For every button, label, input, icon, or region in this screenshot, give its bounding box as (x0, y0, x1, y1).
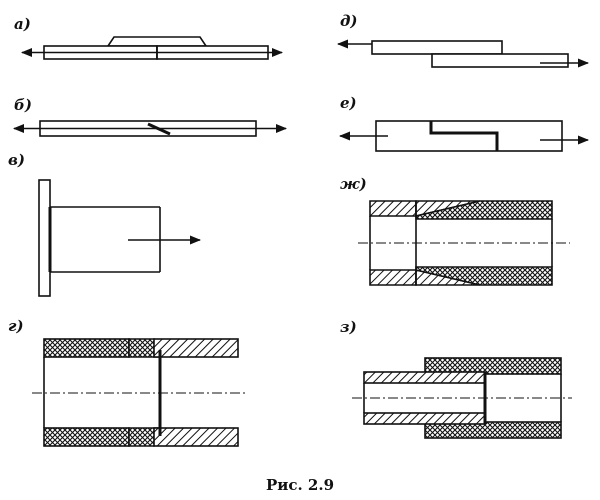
outer-tube-wall-bottom (424, 421, 562, 439)
inner-tube-wall-top (43, 338, 130, 358)
panel-label-d: д) (340, 12, 358, 30)
panel-z-telescopic-tube-joint: з) (340, 318, 572, 439)
panel-zh-conical-tube-joint: ж) (340, 175, 570, 286)
inner-tube-wall-bottom (363, 412, 486, 425)
panel-a-lap-joint-with-strap: а) (14, 15, 284, 60)
panel-g-tube-sleeve-joint: г) (8, 317, 246, 447)
panel-e-stepped-butt-joint: е) (338, 94, 590, 152)
base-plate (38, 179, 51, 297)
panel-label-e: е) (340, 94, 357, 112)
tube-wall-bottom-left (369, 269, 417, 286)
joint-plate (375, 120, 563, 152)
tube-wall-top-left (369, 200, 417, 217)
outer-tube-wall-top (153, 338, 239, 358)
inner-tube-wall-top (363, 371, 486, 384)
panel-d-offset-lap-joint: д) (336, 12, 590, 68)
figure-caption: Рис. 2.9 (266, 476, 334, 494)
outer-tube-wall-bottom (153, 427, 239, 447)
cover-strap (106, 36, 208, 47)
tube-wall-top-right (415, 200, 553, 220)
outer-tube-wall-top (424, 357, 562, 375)
panel-label-a: а) (14, 15, 31, 33)
plate-lower (431, 53, 569, 68)
plate-upper (371, 40, 503, 55)
panel-v-tee-joint: в) (8, 151, 202, 297)
panel-label-zh: ж) (340, 175, 367, 193)
panel-label-g: г) (8, 317, 24, 335)
stepped-seam (429, 121, 499, 151)
panel-label-b: б) (14, 96, 32, 114)
inner-tube-wall-bottom (43, 427, 130, 447)
panel-label-v: в) (8, 151, 25, 169)
panel-label-z: з) (340, 318, 357, 336)
panel-b-scarf-joint: б) (12, 96, 288, 137)
